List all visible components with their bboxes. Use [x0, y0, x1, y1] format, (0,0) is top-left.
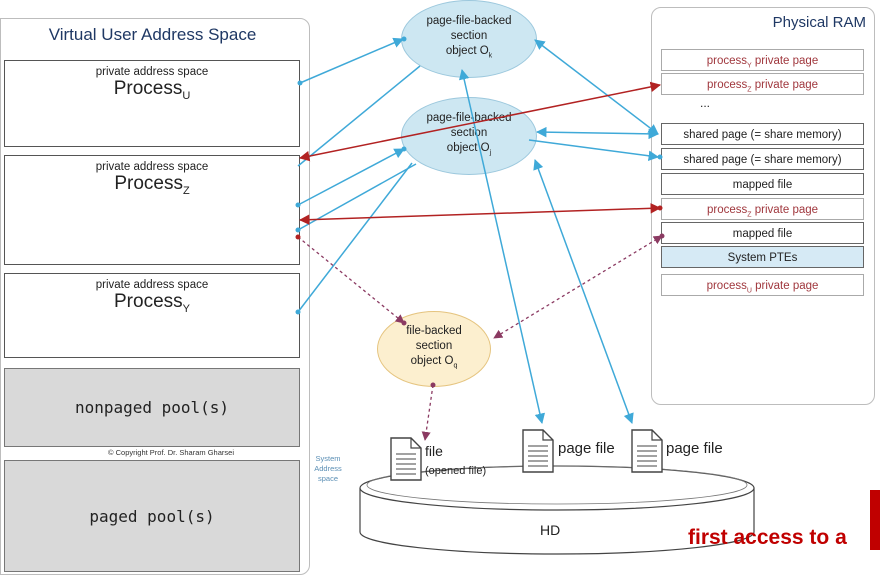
physical-ram-title: Physical RAM: [772, 14, 866, 31]
arrow-oj-to-page-file: [533, 159, 634, 424]
arrow-proc-z-to-oq: [297, 236, 405, 324]
arrow-proc-y-to-oj: [297, 162, 413, 313]
opened-file-icon: [390, 437, 422, 481]
arrow-oj-to-shared-page: [535, 126, 660, 140]
paged-pool: paged pool(s): [4, 460, 300, 572]
banner-bar: [870, 490, 880, 550]
process-z-caption: private address space: [95, 161, 209, 173]
ram-cell-process-z-private: processZ private page: [661, 73, 864, 95]
arrow-proc-z-to-oj: [297, 148, 405, 206]
ram-cell-shared-page-2: shared page (= share memory): [661, 148, 864, 170]
arrow-ram-to-proc-z: [298, 81, 662, 162]
process-y-name: ProcessY: [114, 291, 190, 315]
process-y-caption: private address space: [95, 279, 209, 291]
arrow-ram-to-proc-z-2: [298, 203, 662, 225]
banner-text: first access to a: [688, 526, 847, 549]
ram-cell-system-ptes: System PTEs: [661, 246, 864, 268]
opened-file-label: file: [425, 443, 443, 459]
process-z-name: ProcessZ: [114, 173, 190, 197]
page-file-icon-1: [522, 429, 554, 473]
arrow-ram-to-oq: [493, 235, 663, 339]
ram-cell-process-u-private: processU private page: [661, 274, 864, 296]
ram-ellipsis: ...: [700, 96, 711, 110]
system-address-space-label: System Address space: [314, 454, 342, 483]
ram-cell-process-y-private: processY private page: [661, 49, 864, 71]
section-object-ok: page-file-backed section object Ok: [401, 0, 537, 78]
ram-cell-shared-page-1: shared page (= share memory): [661, 123, 864, 145]
process-u-caption: private address space: [95, 66, 209, 78]
page-file-label-2: page file: [666, 440, 723, 457]
arrow-oq-to-file: [421, 384, 434, 441]
opened-file-sublabel: (opened file): [425, 465, 487, 477]
hd-label: HD: [540, 522, 561, 538]
ram-cell-mapped-file-1: mapped file: [661, 173, 864, 195]
virtual-address-space-title: Virtual User Address Space: [48, 25, 257, 44]
arrow-ok-to-shared-page: [534, 39, 659, 135]
arrow-proc-u-to-ok: [299, 37, 404, 84]
process-y-box: private address space ProcessY: [4, 273, 300, 358]
process-u-box: private address space ProcessU: [4, 60, 300, 147]
ram-cell-mapped-file-2: mapped file: [661, 222, 864, 244]
ram-cell-process-z-private-2: processZ private page: [661, 198, 864, 220]
nonpaged-pool: nonpaged pool(s): [4, 368, 300, 447]
process-u-name: ProcessU: [113, 78, 191, 102]
arrow-oj-to-shared-page-2: [528, 139, 660, 161]
page-file-icon-2: [631, 429, 663, 473]
copyright-note: © Copyright Prof. Dr. Sharam Gharsei: [108, 448, 234, 457]
page-file-label-1: page file: [558, 440, 615, 457]
